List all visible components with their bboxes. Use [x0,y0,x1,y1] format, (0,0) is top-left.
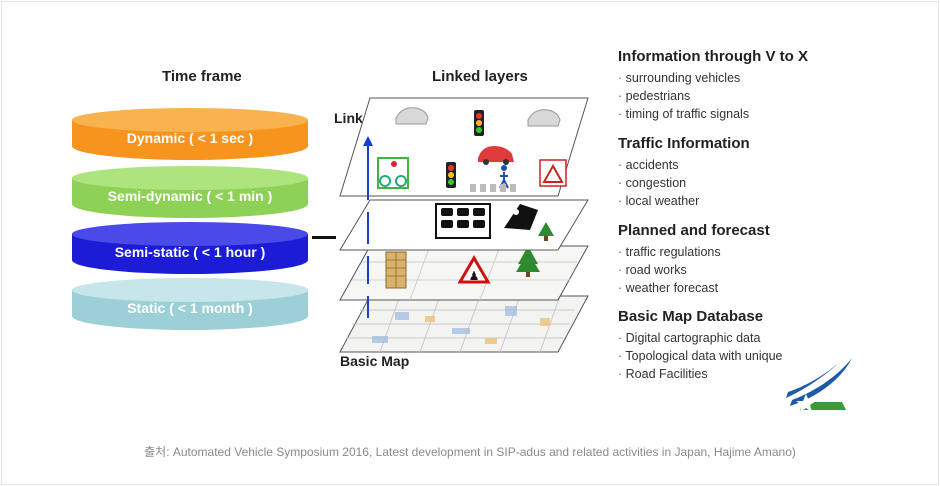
crosswalk [470,184,516,192]
info-item: timing of traffic signals [618,105,918,123]
roadworks-sign-icon: ♟ [457,255,491,284]
layer-static: Static ( < 1 month ) [72,278,308,330]
info-title-planned: Planned and forecast [618,222,770,239]
logo-icon [786,356,852,412]
info-section-planned: Planned and forecast traffic regulations… [618,222,918,297]
layer-semi-dynamic: Semi-dynamic ( < 1 min ) [72,166,308,218]
linked-layers-title: Linked layers [432,68,528,85]
info-item: Digital cartographic data [618,329,918,347]
basic-map-label: Basic Map [340,353,410,369]
red-car-icon [478,146,514,165]
layer-semi-static-label: Semi-static ( < 1 hour ) [114,244,266,260]
layer-static-label: Static ( < 1 month ) [127,300,253,316]
link-arrowhead-icon [363,136,373,146]
info-section-traffic: Traffic Information accidents congestion… [618,135,918,210]
dynamic-layer [339,97,589,197]
warning-sign-icon [539,159,567,187]
info-item: weather forecast [618,279,918,297]
semi-dynamic-layer [339,199,589,251]
info-title-v2x: Information through V to X [618,48,808,65]
info-item: surrounding vehicles [618,69,918,87]
source-credit: 출처: Automated Vehicle Symposium 2016, La… [144,445,796,459]
layer-semi-static: Semi-static ( < 1 hour ) [72,222,308,274]
vehicle-icon [395,107,561,127]
info-section-basic-map: Basic Map Database Digital cartographic … [618,308,918,383]
cyclist-icon [377,157,409,189]
info-item: Road Facilities [618,365,918,383]
info-item: congestion [618,174,918,192]
layer-dynamic: Dynamic ( < 1 sec ) [72,108,308,160]
basic-map-layer [339,295,589,353]
layer-semi-dynamic-label: Semi-dynamic ( < 1 min ) [107,188,273,204]
layer-dynamic-label: Dynamic ( < 1 sec ) [126,130,254,146]
info-item: Topological data with unique [618,347,918,365]
traffic-signal-icon [446,162,456,188]
info-section-v2x: Information through V to X surrounding v… [618,48,918,123]
semi-static-map-layer: ♟ [339,245,589,301]
info-item: local weather [618,192,918,210]
info-item: traffic regulations [618,243,918,261]
congestion-icon [435,203,491,239]
info-item: road works [618,261,918,279]
info-title-traffic: Traffic Information [618,135,750,152]
info-item: pedestrians [618,87,918,105]
link-label: Link [334,110,363,126]
svg-text:♟: ♟ [469,269,480,283]
time-frame-title: Time frame [162,68,242,85]
accident-icon [504,204,538,230]
traffic-signal-icon [474,110,484,136]
info-title-basic-map: Basic Map Database [618,308,764,325]
tree-icon [538,222,554,241]
tree-icon [516,246,540,277]
info-item: accidents [618,156,918,174]
connector-line [312,236,336,239]
